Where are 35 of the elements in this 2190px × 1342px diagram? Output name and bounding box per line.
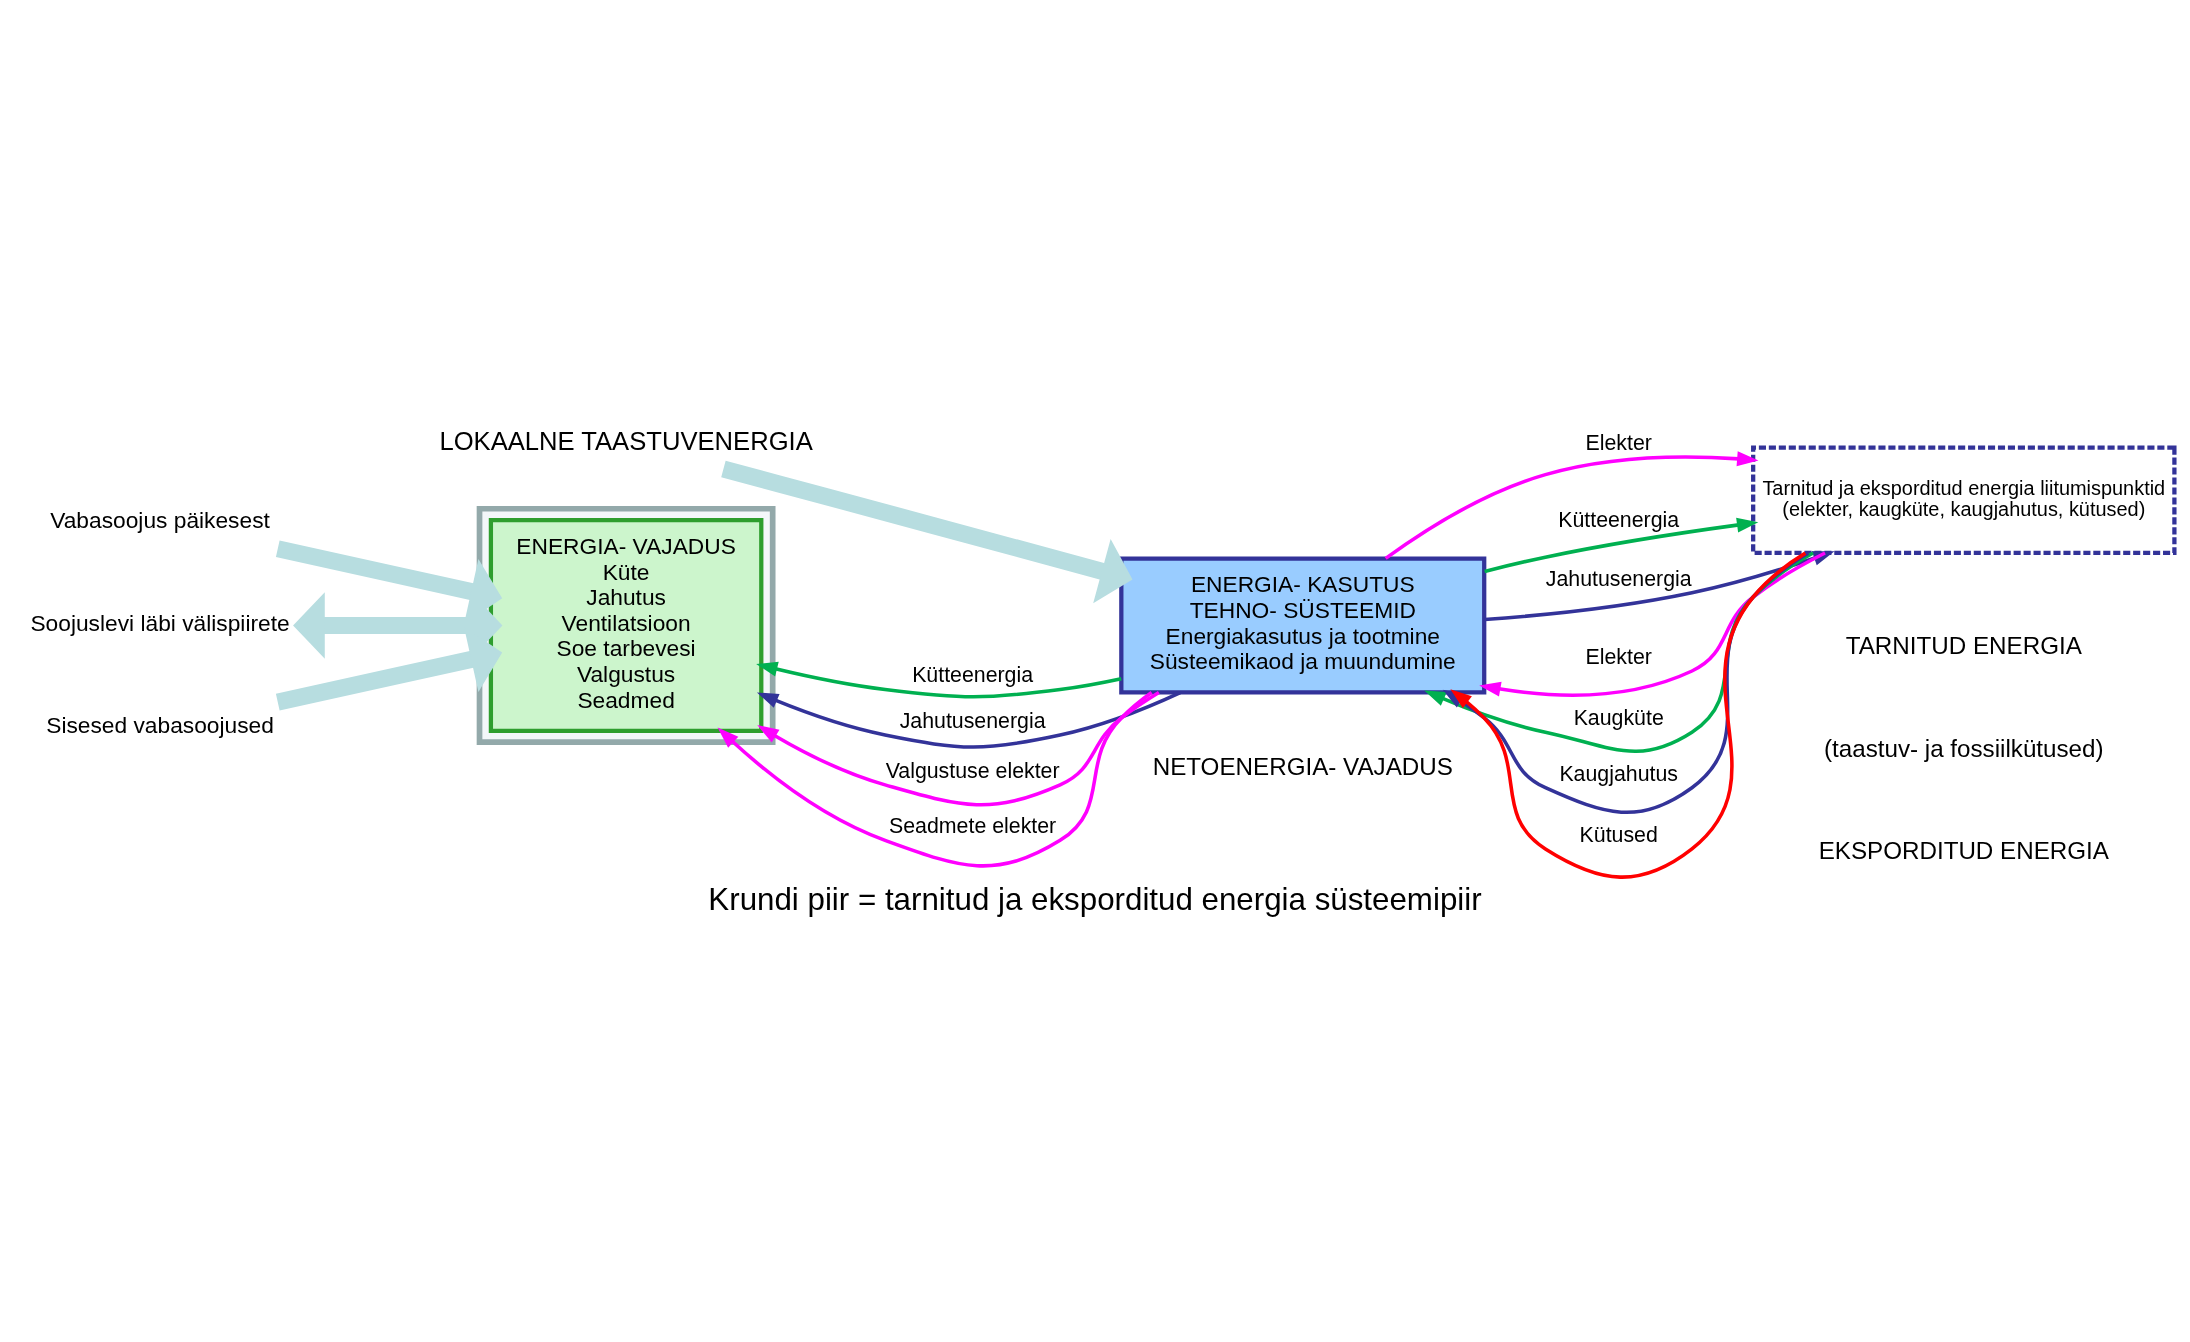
arrow (756, 661, 1122, 699)
node-box: ENERGIA- KASUTUS TEHNO- SÜSTEEMID Energiakasutus ja tootmine Süsteemikaod ja muundumine (1119, 556, 1487, 695)
arrow (756, 690, 1181, 749)
edge-label: Kütteenergia (1558, 508, 1680, 533)
node-text: LOKAALNE TAASTUVENERGIA (439, 426, 813, 455)
node-text: Sisesed vabasoojused (46, 712, 274, 739)
edge-label: Kütteenergia (912, 663, 1034, 688)
edge-label: Seadmete elekter (889, 814, 1057, 839)
edge-label: Kaugküte (1573, 706, 1664, 731)
arrow (293, 592, 503, 659)
node-box: Tarnitud ja eksporditud energia liitumispunktid (elekter, kaugküte, kaugjahutus, kütused) (1751, 445, 2177, 555)
caption: Krundi piir = tarnitud ja eksporditud energia süsteemipiir (708, 881, 1482, 917)
edge-label: Valgustuse elekter (885, 758, 1060, 783)
cluster (476, 505, 776, 745)
edge-label: Elekter (1585, 644, 1652, 669)
label: (taastuv- ja fossiilkütused) (1823, 734, 2104, 762)
edge-label: Kütused (1579, 822, 1658, 847)
label: TARNITUD ENERGIA (1845, 632, 2082, 660)
arrow (1479, 551, 1826, 697)
label: NETOENERGIA- VAJADUS (1152, 753, 1453, 781)
edge-label: Jahutusenergia (899, 708, 1046, 733)
arrow (1450, 551, 1807, 879)
arrow (1384, 451, 1759, 560)
arrow (757, 691, 1160, 807)
edge-label: Jahutusenergia (1545, 566, 1692, 591)
node-text: Soojuslevi läbi välispiirete (30, 609, 290, 636)
node-box: ENERGIA- VAJADUS Küte Jahutus Ventilatsioon Soe tarbevesi Valgustus Seadmed (488, 518, 764, 733)
arrow (717, 691, 1153, 868)
edge-label: Kaugjahutus (1559, 761, 1678, 786)
arrow (1424, 551, 1814, 753)
arrow (1484, 517, 1759, 574)
edge-label: Elekter (1585, 431, 1652, 456)
node-text: Vabasoojus päikesest (50, 507, 270, 534)
label: EKSPORDITUD ENERGIA (1818, 836, 2109, 864)
arrow (721, 460, 1133, 604)
